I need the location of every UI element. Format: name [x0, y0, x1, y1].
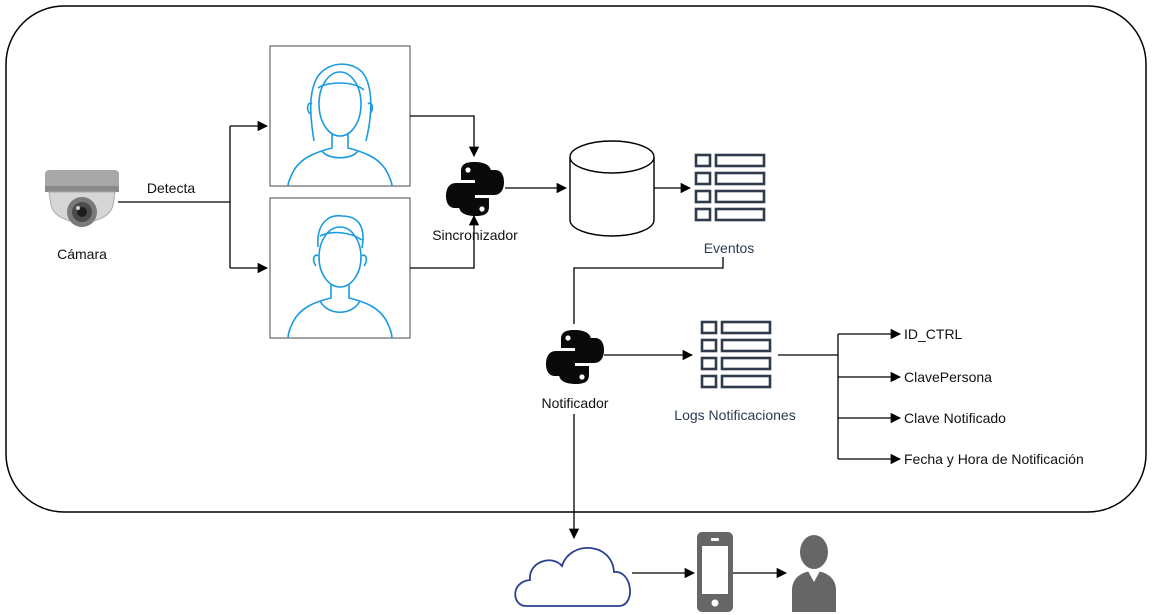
person-female-outline-icon [287, 63, 393, 187]
face-female-box [269, 45, 411, 187]
field-label: Clave Notificado [904, 410, 1006, 426]
python-logo-icon [546, 330, 604, 384]
sync-label: Sincronizador [432, 227, 518, 243]
camera-label: Cámara [57, 246, 107, 262]
field-label: ClavePersona [904, 369, 992, 385]
field-label: ID_CTRL [904, 326, 963, 342]
user-silhouette-icon [792, 535, 836, 612]
field-label: Fecha y Hora de Notificación [904, 451, 1084, 467]
edge-events-to-notifier [573, 257, 724, 324]
person-male-outline-icon [287, 214, 393, 339]
logs-label: Logs Notificaciones [674, 407, 795, 423]
system-boundary [5, 5, 1147, 513]
edge-female-to-sync [410, 115, 480, 158]
cloud-outline-icon [514, 547, 631, 607]
detect-edge-label: Detecta [147, 180, 195, 196]
list-table-icon [700, 320, 772, 389]
edge-male-to-sync [410, 214, 480, 269]
notifier-label: Notificador [542, 395, 609, 411]
database-cylinder-icon [569, 140, 655, 237]
python-logo-icon [446, 162, 504, 216]
face-male-box [269, 197, 411, 339]
mobile-phone-icon [697, 532, 733, 612]
security-camera-icon [45, 170, 119, 227]
list-table-icon [694, 153, 766, 222]
events-label: Eventos [704, 240, 755, 256]
